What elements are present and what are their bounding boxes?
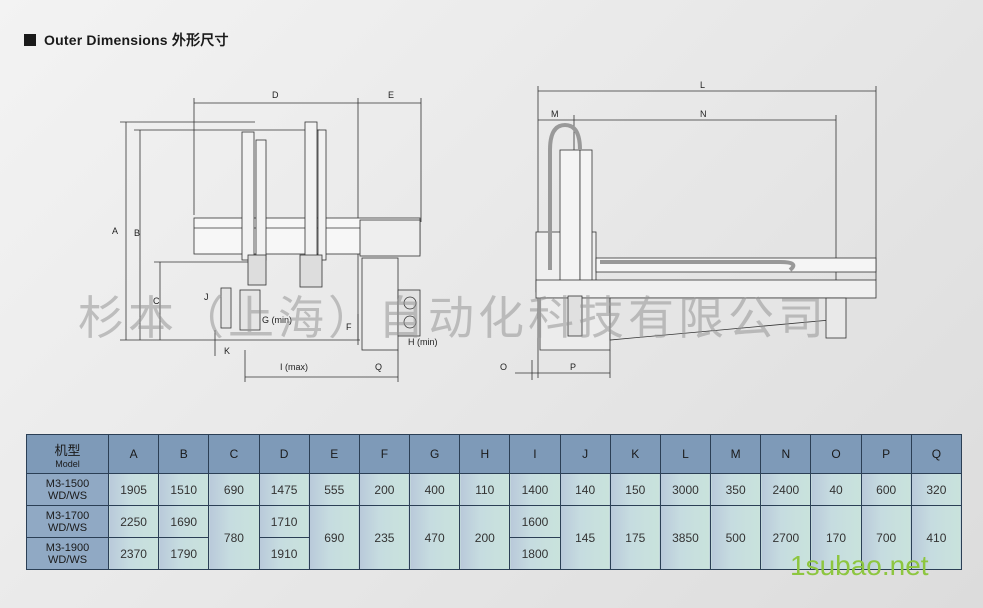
cell-I: 1800 <box>509 537 561 570</box>
label-Q: Q <box>375 362 382 372</box>
cell-P: 600 <box>860 473 912 506</box>
col-header: M <box>710 434 762 474</box>
cell-A: 2250 <box>107 505 160 538</box>
label-N: N <box>700 109 707 119</box>
model-cell: M3-1900 WD/WS <box>26 537 109 570</box>
col-header: O <box>810 434 862 474</box>
cell-I: 1600 <box>509 505 561 538</box>
col-header: B <box>158 434 210 474</box>
cell-H: 200 <box>459 505 511 570</box>
cell-A: 1905 <box>107 473 160 506</box>
cell-E: 555 <box>308 473 360 506</box>
label-G: G (min) <box>262 315 292 325</box>
table-row: M3-1500 WD/WS 1905 1510 690 1475 555 200… <box>26 473 963 506</box>
cell-D: 1475 <box>258 473 310 506</box>
dimensions-table: 机型 Model A B C D E F G H I J K L M N O P… <box>26 434 963 570</box>
table-header-row: 机型 Model A B C D E F G H I J K L M N O P… <box>26 434 963 474</box>
label-H: H (min) <box>408 337 438 347</box>
cell-L: 3000 <box>659 473 712 506</box>
col-header: N <box>760 434 812 474</box>
cell-D: 1910 <box>258 537 310 570</box>
cell-E: 690 <box>308 505 360 570</box>
cell-G: 400 <box>409 473 461 506</box>
cell-A: 2370 <box>107 537 160 570</box>
table-row: M3-1900 WD/WS 2370 1790 1910 1800 <box>26 537 962 570</box>
label-B: B <box>134 228 140 238</box>
col-header: C <box>208 434 260 474</box>
col-header: E <box>308 434 360 474</box>
label-C: C <box>153 296 160 306</box>
col-header: K <box>609 434 661 474</box>
cell-N: 2400 <box>760 473 812 506</box>
col-header: G <box>409 434 461 474</box>
label-M: M <box>551 109 559 119</box>
cell-J: 140 <box>559 473 611 506</box>
cell-H: 110 <box>459 473 511 506</box>
cell-C: 690 <box>208 473 260 506</box>
cell-N: 2700 <box>760 505 812 570</box>
col-header: P <box>860 434 912 474</box>
cell-F: 200 <box>358 473 411 506</box>
dimension-diagram: D E A B C J K G (min) F H (min) I (max) … <box>112 80 877 382</box>
col-header: Q <box>910 434 963 474</box>
cell-Q: 320 <box>910 473 963 506</box>
label-O: O <box>500 362 507 372</box>
col-header: J <box>559 434 611 474</box>
col-header: D <box>258 434 310 474</box>
cell-Q: 410 <box>910 505 963 570</box>
company-watermark: 杉本（上海）自动化科技有限公司 <box>78 291 828 345</box>
label-A: A <box>112 226 118 236</box>
cell-G: 470 <box>409 505 461 570</box>
label-L: L <box>700 80 705 90</box>
cell-D: 1710 <box>258 505 310 538</box>
label-D: D <box>272 90 279 100</box>
label-J: J <box>204 292 209 302</box>
label-E: E <box>388 90 394 100</box>
cell-B: 1510 <box>158 473 210 506</box>
cell-J: 145 <box>559 505 611 570</box>
cell-P: 700 <box>860 505 912 570</box>
section-title: Outer Dimensions 外形尺寸 <box>44 32 229 48</box>
label-F: F <box>346 322 352 332</box>
model-cell: M3-1500 WD/WS <box>26 473 109 506</box>
label-K: K <box>224 346 230 356</box>
section-header: Outer Dimensions 外形尺寸 <box>24 30 229 50</box>
cell-K: 175 <box>609 505 661 570</box>
cell-I: 1400 <box>509 473 561 506</box>
cell-O: 170 <box>810 505 862 570</box>
cell-L: 3850 <box>659 505 712 570</box>
site-watermark: 1subao.net <box>790 550 929 581</box>
label-P: P <box>570 362 576 372</box>
col-header: F <box>358 434 411 474</box>
cell-C: 780 <box>208 505 260 570</box>
cell-B: 1790 <box>158 537 210 570</box>
square-bullet-icon <box>24 34 36 46</box>
table-row: M3-1700 WD/WS 2250 1690 780 1710 690 235… <box>26 505 963 570</box>
cell-M: 500 <box>710 505 762 570</box>
col-header: L <box>659 434 712 474</box>
model-header: 机型 Model <box>26 434 109 474</box>
cell-F: 235 <box>358 505 411 570</box>
col-header: A <box>107 434 160 474</box>
cell-M: 350 <box>710 473 762 506</box>
cell-K: 150 <box>609 473 661 506</box>
col-header: I <box>509 434 561 474</box>
col-header: H <box>459 434 511 474</box>
cell-B: 1690 <box>158 505 210 538</box>
label-I: I (max) <box>280 362 308 372</box>
model-cell: M3-1700 WD/WS <box>26 505 109 538</box>
cell-O: 40 <box>810 473 862 506</box>
